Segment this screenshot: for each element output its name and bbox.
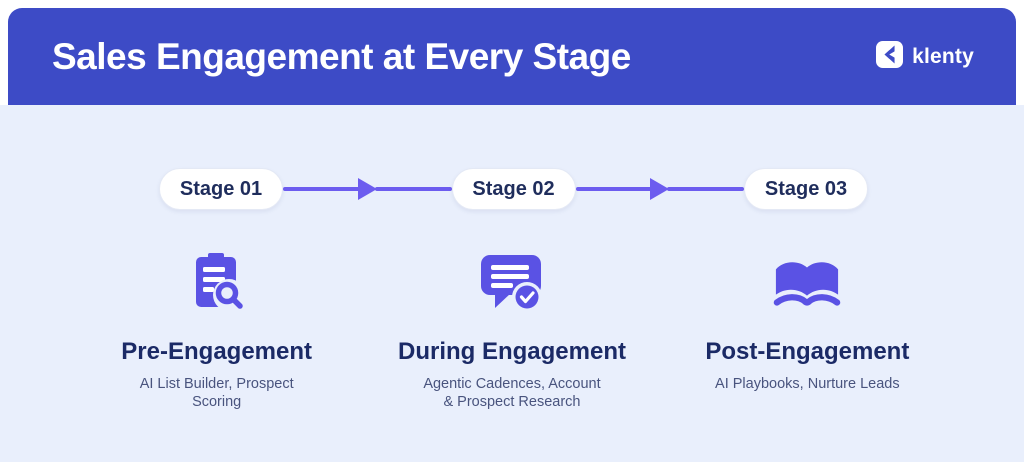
connector-line	[575, 187, 653, 191]
subtitle-line: AI Playbooks, Nurture Leads	[715, 376, 900, 392]
stage-pill-1: Stage 01	[159, 168, 283, 210]
connector-line	[283, 187, 360, 191]
stage-pill-label: Stage 01	[179, 177, 263, 200]
klenty-logo-icon	[876, 40, 904, 73]
column-subtitle: AI List Builder, Prospect Scoring	[140, 376, 294, 411]
stage-pill-label: Stage 02	[472, 177, 555, 200]
brand-logo: klenty	[876, 40, 974, 73]
stage-pill-label: Stage 03	[764, 177, 848, 200]
flow-connector-1	[283, 178, 452, 200]
column-during-engagement: During Engagement Agentic Cadences, Acco…	[364, 253, 659, 411]
chat-check-icon	[480, 253, 543, 312]
page-title: Sales Engagement at Every Stage	[52, 35, 631, 77]
clipboard-search-icon	[190, 253, 245, 311]
column-title: Pre-Engagement	[121, 338, 313, 365]
column-subtitle: AI Playbooks, Nurture Leads	[715, 376, 900, 394]
arrow-right-icon	[357, 178, 377, 200]
flow-connector-2	[575, 178, 744, 200]
connector-line	[667, 187, 744, 191]
subtitle-line: & Prospect Research	[443, 393, 581, 410]
header-bar: Sales Engagement at Every Stage klenty	[8, 8, 1016, 105]
column-subtitle: Agentic Cadences, Account & Prospect Res…	[423, 376, 600, 411]
column-title: Post-Engagement	[705, 338, 910, 365]
column-title: During Engagement	[397, 338, 626, 365]
column-post-engagement: Post-Engagement AI Playbooks, Nurture Le…	[660, 253, 955, 411]
stage-pill-2: Stage 02	[451, 168, 576, 210]
stage-pill-3: Stage 03	[744, 168, 868, 210]
stage-flow: Stage 01 Stage 02 Stage 03	[159, 168, 868, 210]
open-book-icon	[773, 253, 841, 311]
stage-columns: Pre-Engagement AI List Builder, Prospect…	[69, 253, 955, 411]
subtitle-line: Scoring	[192, 393, 242, 410]
arrow-right-icon	[650, 178, 670, 200]
brand-name: klenty	[912, 44, 974, 68]
connector-line	[374, 187, 452, 191]
column-pre-engagement: Pre-Engagement AI List Builder, Prospect…	[69, 253, 364, 411]
subtitle-line: Agentic Cadences, Account	[423, 376, 601, 392]
subtitle-line: AI List Builder, Prospect	[139, 376, 294, 392]
